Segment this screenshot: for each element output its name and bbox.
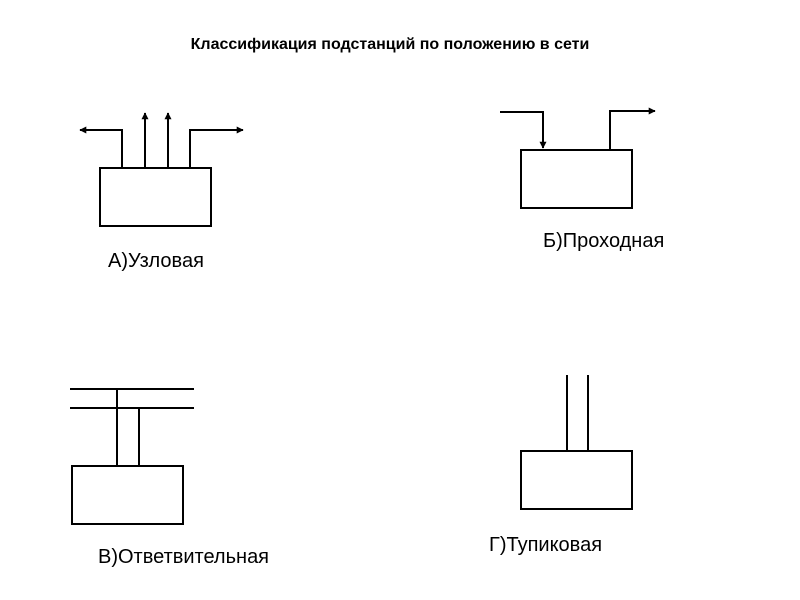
nodal-substation-box [99, 167, 212, 227]
nodal-substation-diagram [79, 112, 244, 227]
tap-substation-box [71, 465, 184, 525]
dead-end-substation-diagram [520, 375, 633, 510]
nodal-left-outgoing-line [79, 126, 123, 168]
pass-through-outgoing-line [609, 107, 656, 150]
pass-through-substation-diagram [500, 107, 656, 209]
nodal-substation-label: А)Узловая [108, 250, 204, 272]
tap-substation-diagram [70, 388, 194, 525]
pass-through-incoming-line [500, 111, 547, 149]
tap-substation-label: В)Ответвительная [98, 546, 270, 568]
dead-end-substation-box [520, 450, 633, 510]
slide-title: Классификация подстанций по положению в … [190, 36, 590, 53]
pass-through-substation-box [520, 149, 633, 209]
nodal-right-outgoing-line [189, 126, 244, 168]
pass-through-substation-label: Б)Проходная [543, 230, 665, 252]
dead-end-substation-label: Г)Тупиковая [489, 534, 603, 556]
